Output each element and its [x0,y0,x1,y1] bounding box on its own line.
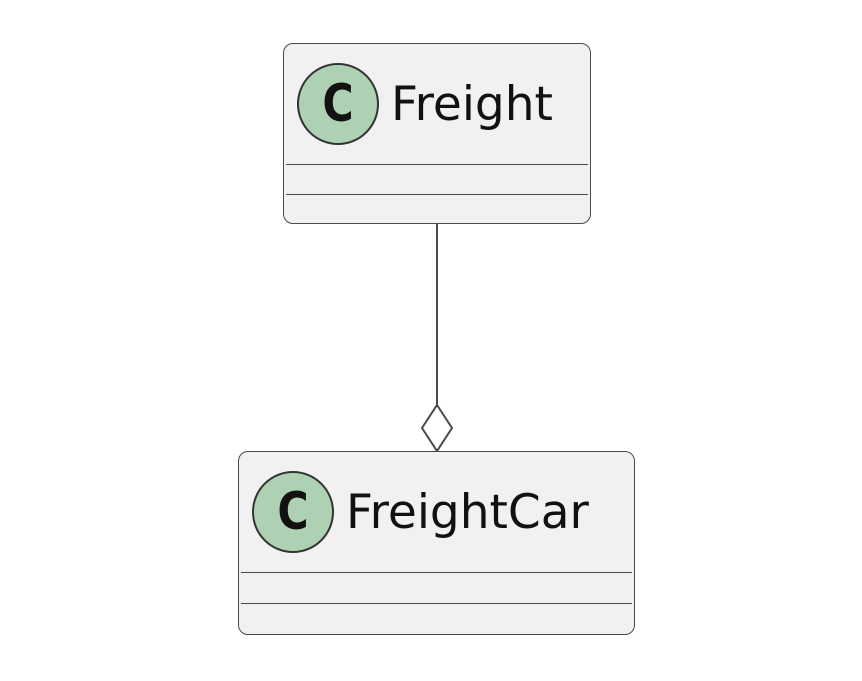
aggregation-diamond [420,403,454,453]
methods-divider [241,603,632,604]
class-icon-letter: C [322,74,354,134]
class-header: C FreightCar [239,452,634,572]
attributes-divider [286,164,588,165]
class-name: Freight [391,76,553,132]
class-name: FreightCar [346,484,589,540]
class-icon-letter: C [277,482,309,542]
class-c-icon: C [297,63,379,145]
attributes-divider [241,572,632,573]
methods-divider [286,194,588,195]
class-header: C Freight [284,44,590,164]
class-freight[interactable]: C Freight [283,43,591,224]
class-c-icon: C [252,471,334,553]
class-freightcar[interactable]: C FreightCar [238,451,635,635]
